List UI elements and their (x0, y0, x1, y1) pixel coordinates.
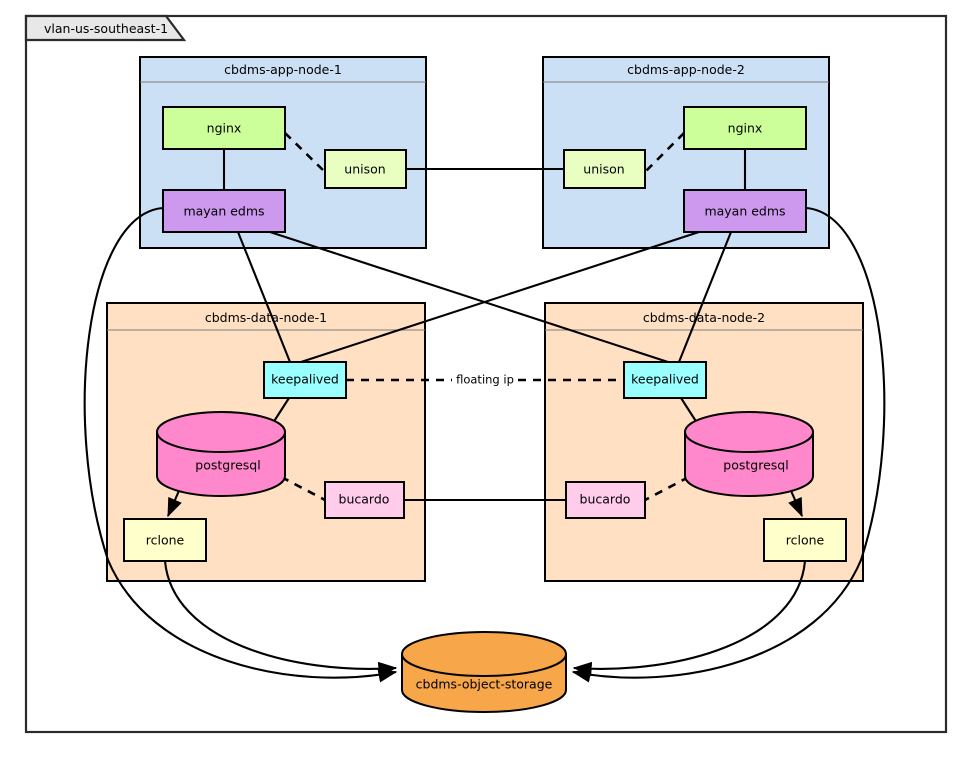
edge-mayanedms2-keepalived1 (300, 231, 700, 363)
component-unison-2[interactable]: unison (563, 149, 646, 189)
component-rclone-2[interactable]: rclone (763, 518, 847, 562)
component-bucardo-1-label: bucardo (339, 492, 390, 507)
edge-mayanedms1-keepalived1 (237, 231, 291, 363)
component-keepalived-1-rect[interactable] (263, 361, 347, 399)
edge-nginx1-unison1 (284, 132, 326, 173)
component-mayan-edms-1-label: mayan edms (183, 204, 264, 219)
component-postgresql-2-label: postgresql (723, 458, 788, 473)
component-bucardo-2[interactable]: bucardo (565, 481, 646, 519)
component-object-storage-top (401, 631, 567, 677)
component-object-storage-label: cbdms-object-storage (416, 677, 553, 692)
component-nginx-2-label: nginx (728, 121, 763, 136)
component-mayan-edms-1-rect[interactable] (162, 189, 286, 233)
component-unison-1[interactable]: unison (324, 149, 407, 189)
component-keepalived-2-rect[interactable] (623, 361, 707, 399)
floating-ip-label: floating ip (456, 373, 514, 387)
component-mayan-edms-1[interactable]: mayan edms (162, 189, 286, 233)
vlan-tab (24, 14, 187, 42)
component-bucardo-2-label: bucardo (580, 492, 631, 507)
component-rclone-1-rect[interactable] (123, 518, 207, 562)
component-rclone-1[interactable]: rclone (123, 518, 207, 562)
component-keepalived-2-label: keepalived (631, 372, 699, 387)
component-unison-2-label: unison (583, 162, 624, 177)
component-nginx-1-rect[interactable] (162, 106, 286, 150)
component-keepalived-2[interactable]: keepalived (623, 361, 707, 399)
edge-postgresql2-bucardo2 (644, 468, 703, 502)
component-nginx-1[interactable]: nginx (162, 106, 286, 150)
edge-mayanedms1-objectstorage (83, 206, 398, 683)
component-unison-2-rect[interactable] (563, 149, 646, 189)
component-postgresql-1-top (156, 411, 286, 453)
edge-mayanedms2-keepalived2 (678, 231, 732, 363)
component-postgresql-1-label: postgresql (195, 458, 260, 473)
component-mayan-edms-2[interactable]: mayan edms (683, 189, 807, 233)
component-postgresql-2[interactable]: postgresql (684, 411, 814, 497)
edge-rclone2-objectstorage (572, 560, 807, 677)
edge-postgresql1-bucardo1 (267, 468, 326, 502)
component-unison-1-rect[interactable] (324, 149, 407, 189)
edge-mayanedms2-objectstorage (571, 206, 886, 683)
component-rclone-1-label: rclone (146, 533, 185, 548)
component-postgresql-1[interactable]: postgresql (156, 411, 286, 497)
group-data-node-2-title: cbdms-data-node-2 (643, 310, 765, 325)
component-bucardo-1[interactable]: bucardo (324, 481, 405, 519)
group-data-node-1-title: cbdms-data-node-1 (205, 310, 327, 325)
component-rclone-2-label: rclone (786, 533, 825, 548)
component-keepalived-1-label: keepalived (271, 372, 339, 387)
component-unison-1-label: unison (344, 162, 385, 177)
group-app-node-2-title: cbdms-app-node-2 (627, 62, 745, 77)
component-mayan-edms-2-rect[interactable] (683, 189, 807, 233)
component-bucardo-1-rect[interactable] (324, 481, 405, 519)
group-app-node-1-title: cbdms-app-node-1 (224, 62, 342, 77)
component-nginx-1-label: nginx (207, 121, 242, 136)
component-nginx-2[interactable]: nginx (683, 106, 807, 150)
edge-nginx2-unison2 (644, 132, 685, 173)
component-mayan-edms-2-label: mayan edms (704, 204, 785, 219)
component-postgresql-2-top (684, 411, 814, 453)
component-object-storage[interactable]: cbdms-object-storage (401, 631, 567, 713)
component-rclone-2-rect[interactable] (763, 518, 847, 562)
component-keepalived-1[interactable]: keepalived (263, 361, 347, 399)
component-nginx-2-rect[interactable] (683, 106, 807, 150)
edge-rclone1-objectstorage (163, 560, 398, 677)
component-bucardo-2-rect[interactable] (565, 481, 646, 519)
edge-mayanedms1-keepalived2 (269, 231, 669, 363)
vlan-name-label: vlan-us-southeast-1 (44, 21, 168, 36)
